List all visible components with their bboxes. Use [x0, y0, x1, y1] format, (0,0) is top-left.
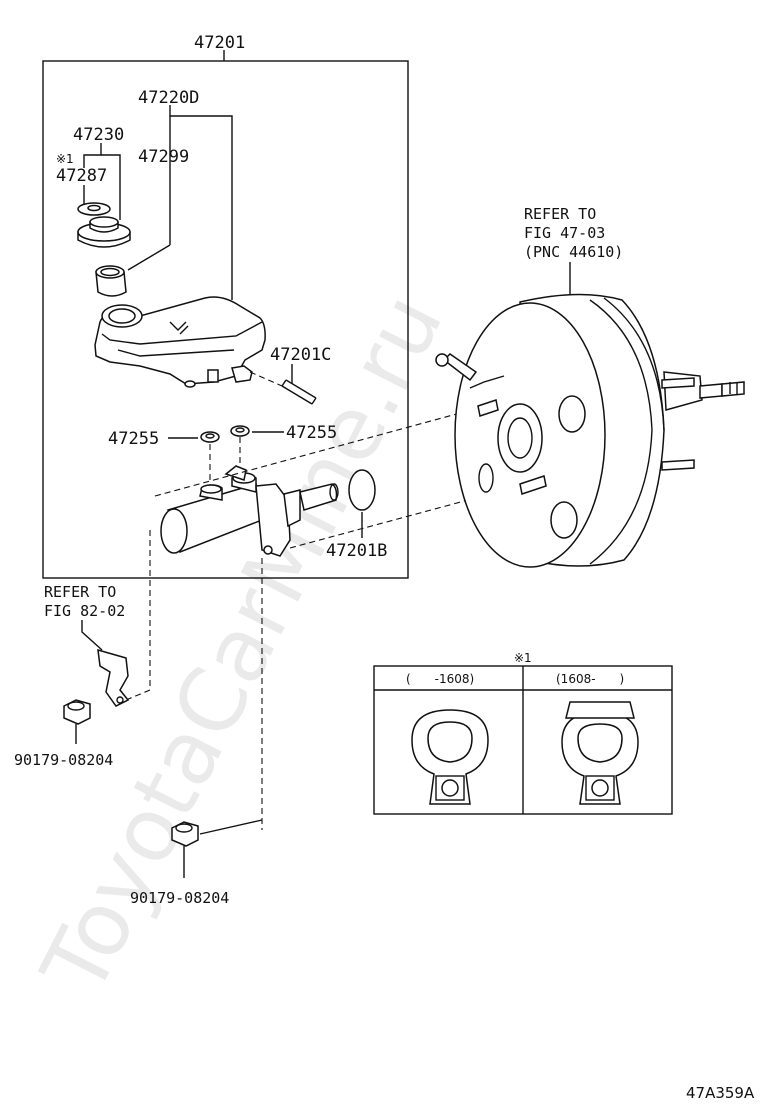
- refer-booster-line1[interactable]: REFER TO: [524, 205, 596, 223]
- cap-seal-part: [77, 202, 111, 216]
- master-cylinder-part: [160, 465, 339, 557]
- cap-seal-variant-old: [411, 709, 489, 805]
- figure-code: 47A359A: [686, 1084, 755, 1102]
- pin-part: [281, 379, 317, 405]
- variant-inset: [373, 665, 673, 815]
- label-47255-right[interactable]: 47255: [286, 423, 337, 443]
- label-47220D[interactable]: 47220D: [138, 88, 199, 108]
- note-mark-1: ※1: [56, 152, 74, 166]
- label-47201C[interactable]: 47201C: [270, 345, 331, 365]
- refer-bracket-line1[interactable]: REFER TO: [44, 583, 116, 601]
- reservoir-tank-part: [94, 296, 266, 388]
- refer-booster-line3[interactable]: (PNC 44610): [524, 243, 623, 261]
- inset-col-left: ( -1608): [406, 672, 474, 686]
- filter-part: [95, 265, 127, 297]
- label-47201B[interactable]: 47201B: [326, 541, 387, 561]
- bracket-part: [97, 648, 130, 707]
- grommet-left-part: [200, 431, 220, 443]
- label-47201[interactable]: 47201: [194, 33, 245, 53]
- label-47287[interactable]: 47287: [56, 166, 107, 186]
- label-47255-left[interactable]: 47255: [108, 429, 159, 449]
- watermark: ToyotaCarMine.ru: [21, 278, 462, 1011]
- refer-bracket-line2[interactable]: FIG 82-02: [44, 602, 125, 620]
- nut-lower-part: [171, 821, 199, 847]
- nut-upper-part: [63, 699, 91, 725]
- brake-booster-part: [435, 293, 745, 568]
- inset-note-mark: ※1: [514, 651, 532, 665]
- cap-seal-variant-new: [561, 701, 639, 805]
- assembly-frame: [42, 60, 409, 579]
- inset-col-right: (1608- ): [556, 672, 624, 686]
- grommet-right-part: [230, 425, 250, 437]
- reservoir-cap-part: [77, 216, 131, 248]
- label-47230[interactable]: 47230: [73, 125, 124, 145]
- label-90179-lower[interactable]: 90179-08204: [130, 889, 229, 907]
- label-90179-upper[interactable]: 90179-08204: [14, 751, 113, 769]
- label-47299[interactable]: 47299: [138, 147, 189, 167]
- o-ring-part: [348, 469, 376, 511]
- refer-booster-line2[interactable]: FIG 47-03: [524, 224, 605, 242]
